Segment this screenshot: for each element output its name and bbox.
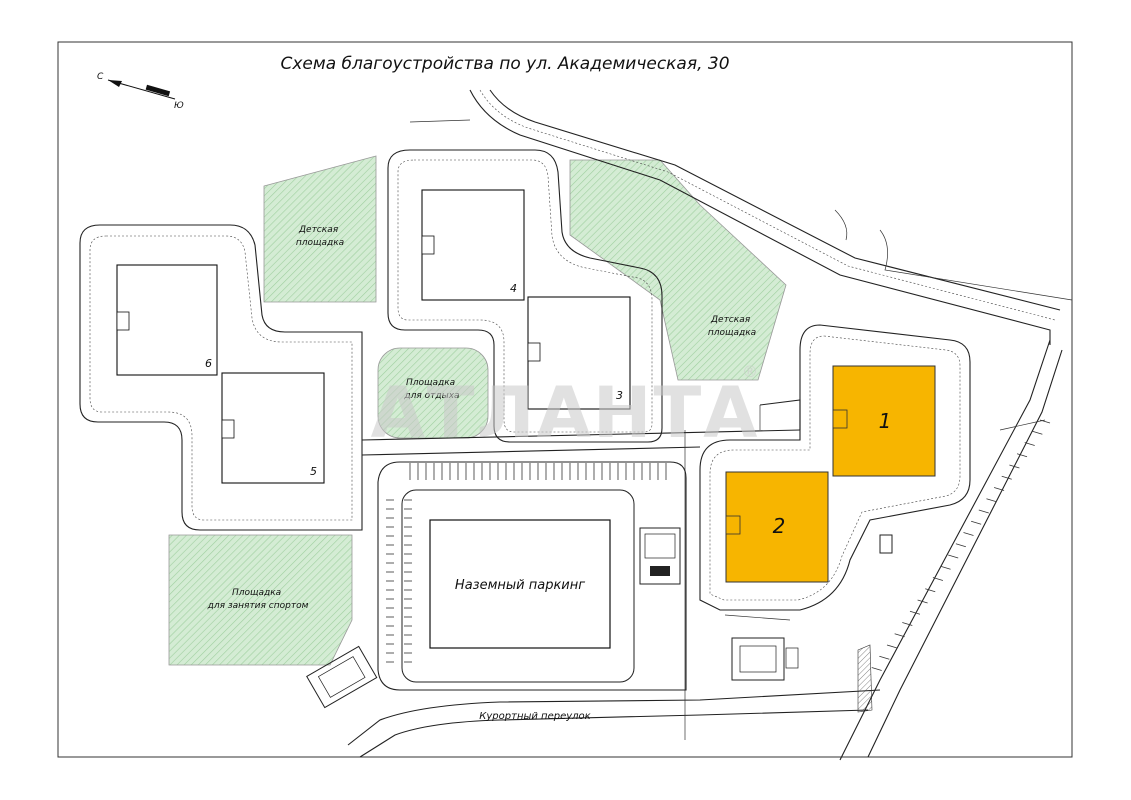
roadside-stall-line bbox=[1016, 453, 1028, 458]
roadside-stall-line bbox=[978, 509, 989, 514]
roadside-stall-line bbox=[1001, 475, 1012, 480]
parking-stalls bbox=[386, 463, 667, 663]
playground-west-label: Детская площадка bbox=[296, 225, 344, 248]
building-4: 4 bbox=[421, 189, 525, 301]
street-label: Курортный переулок bbox=[479, 711, 590, 722]
roadside-stall-line bbox=[932, 577, 944, 581]
rest-area-label: Площадка для отдыха bbox=[403, 378, 459, 401]
building-5-number: 5 bbox=[310, 465, 317, 478]
roadside-stall-line bbox=[1032, 430, 1043, 435]
building-6-number: 6 bbox=[205, 357, 212, 370]
roadside-stall-line bbox=[1009, 464, 1020, 469]
entry-checkpoint-south-west bbox=[306, 645, 378, 709]
building-6: 6 bbox=[116, 264, 218, 376]
roadside-stalls bbox=[871, 419, 1051, 671]
watermark-text: АТЛАНТА bbox=[371, 372, 760, 454]
parking-block bbox=[377, 461, 687, 691]
building-1-number: 1 bbox=[879, 409, 892, 433]
building-5: 5 bbox=[221, 372, 325, 484]
roadside-stall-line bbox=[940, 565, 951, 570]
roadside-stall-line bbox=[886, 644, 898, 649]
building-3: 3 bbox=[527, 296, 631, 410]
roadside-stall-line bbox=[879, 655, 890, 660]
roadside-stall-line bbox=[925, 588, 936, 593]
watermark-registered-mark: ® bbox=[742, 362, 758, 381]
sports-ground-zone bbox=[168, 534, 353, 666]
roadside-stall-line bbox=[948, 554, 959, 559]
building-1: 1 bbox=[832, 365, 936, 477]
roadside-stall-line bbox=[993, 487, 1005, 491]
building-4-number: 4 bbox=[510, 282, 517, 295]
roadside-stall-line bbox=[1024, 442, 1035, 446]
building-3-number: 3 bbox=[616, 389, 623, 402]
plan-title: Схема благоустройства по ул. Академическ… bbox=[280, 54, 729, 74]
roadside-stall-line bbox=[902, 622, 913, 626]
playground-east-label: Детская площадка bbox=[708, 315, 756, 338]
drawing-frame bbox=[57, 41, 1073, 758]
playground-west-zone bbox=[263, 155, 377, 303]
parking-lot bbox=[429, 519, 611, 649]
road-network bbox=[79, 89, 1073, 761]
roadside-stall-line bbox=[909, 610, 921, 615]
roadside-stall-line bbox=[955, 543, 966, 548]
roadside-stall-line bbox=[1039, 419, 1051, 424]
roadside-stall-line bbox=[963, 532, 974, 536]
entry-checkpoint-south bbox=[731, 637, 799, 681]
compass-north-label: С bbox=[97, 72, 104, 82]
parking-label: Наземный паркинг bbox=[455, 578, 585, 593]
north-arrow-icon: С Ю bbox=[97, 72, 184, 111]
playground-east-zone bbox=[569, 159, 787, 381]
building-2: 2 bbox=[725, 471, 829, 583]
building-2-number: 2 bbox=[773, 514, 786, 538]
hatched-area bbox=[857, 644, 873, 713]
compass-south-label: Ю bbox=[174, 101, 184, 111]
roadside-stall-line bbox=[971, 520, 982, 525]
service-building bbox=[639, 527, 681, 585]
roadside-stall-line bbox=[917, 599, 928, 604]
roadside-stall-line bbox=[986, 498, 997, 503]
sports-ground-label: Площадка для занятия спортом bbox=[207, 588, 309, 611]
roadside-stall-line bbox=[871, 667, 882, 671]
roadside-stall-line bbox=[894, 633, 905, 638]
small-structure-east bbox=[879, 534, 893, 554]
